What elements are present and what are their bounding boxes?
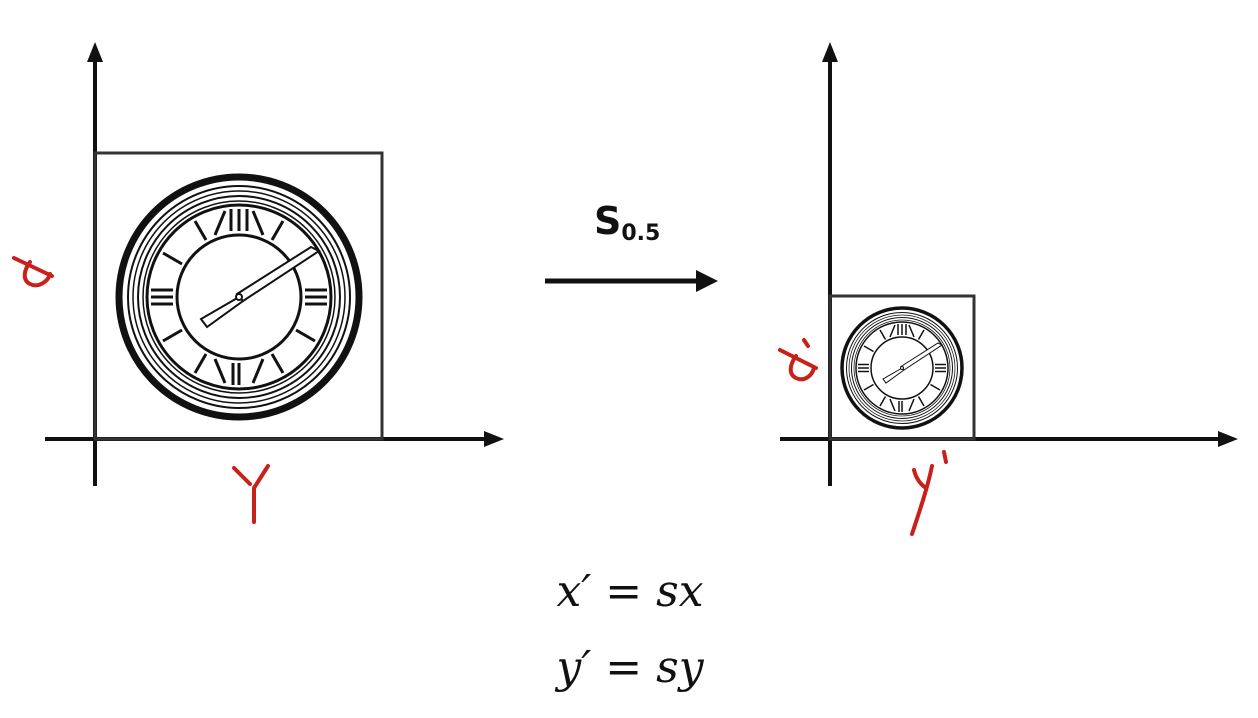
handwritten-x-label: [12, 256, 54, 288]
scaled-bounding-box: [828, 294, 976, 441]
scaled-axes: [780, 42, 1238, 486]
equation-y: y′=sy: [554, 642, 704, 693]
handwritten-y-prime-label: [910, 450, 948, 536]
arrow-right-icon: [545, 270, 718, 292]
handwritten-y-label: [232, 464, 270, 524]
clock-icon-scaled: [840, 306, 964, 430]
original-bounding-box: [93, 151, 384, 441]
clock-icon: [119, 177, 359, 417]
transform-label: S0.5: [594, 199, 660, 246]
equation-x: x′=sx: [556, 566, 703, 617]
handwritten-x-prime-label: [778, 338, 818, 382]
